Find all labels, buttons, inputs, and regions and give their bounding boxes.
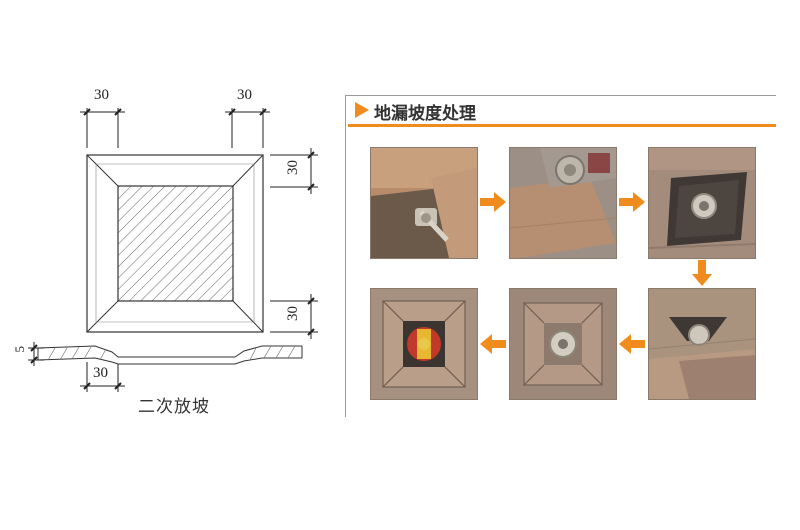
top-right-dimension-line: [225, 108, 270, 148]
panel-title: 地漏坡度处理: [374, 104, 476, 124]
step-photo-3: [648, 147, 756, 259]
panel-left-rule: [345, 95, 346, 417]
dim-label-right-bottom: 30: [285, 306, 301, 321]
dim-label-section-left: 5: [12, 346, 27, 353]
arrow-left-icon-1: [619, 334, 645, 354]
section-left-dimension-line: [28, 342, 44, 366]
dim-label-right-top: 30: [285, 160, 301, 175]
step-photo-5: [509, 288, 617, 400]
header-arrow-icon: [355, 102, 369, 118]
drawing-svg: [28, 108, 318, 392]
drain-cutting-tiles-icon: [510, 148, 616, 258]
right-bottom-dimension-line: [270, 294, 318, 339]
drain-square-recess-icon: [649, 148, 755, 258]
step-photo-4: [648, 288, 756, 400]
header-underline: [348, 124, 776, 127]
dim-label-top-right: 30: [237, 87, 252, 103]
arrow-right-icon-2: [619, 192, 645, 212]
drain-with-cover-icon: [371, 289, 477, 399]
arrow-down-icon: [692, 260, 712, 286]
right-top-dimension-line: [270, 148, 318, 194]
step-photo-2: [509, 147, 617, 259]
arrow-right-icon-1: [480, 192, 506, 212]
dim-label-section-bottom: 30: [93, 365, 108, 381]
section-bottom-dimension-line: [80, 362, 125, 392]
drain-slope-forming-icon: [649, 289, 755, 399]
plan-view: [86, 154, 264, 333]
section-view: [37, 345, 303, 365]
top-left-dimension-line: [80, 108, 125, 148]
slope-drawing: 30 30 30 30 5 30 二次放坡: [0, 0, 340, 530]
drawing-caption: 二次放坡: [138, 397, 210, 417]
step-photo-1: [370, 147, 478, 259]
arrow-left-icon-2: [480, 334, 506, 354]
drain-tiled-slope-icon: [510, 289, 616, 399]
dim-label-top-left: 30: [94, 87, 109, 103]
step-photo-6: [370, 288, 478, 400]
drain-pipe-in-recess-icon: [371, 148, 477, 258]
drain-slope-process-panel: 地漏坡度处理: [340, 95, 776, 417]
panel-top-rule: [345, 95, 776, 96]
